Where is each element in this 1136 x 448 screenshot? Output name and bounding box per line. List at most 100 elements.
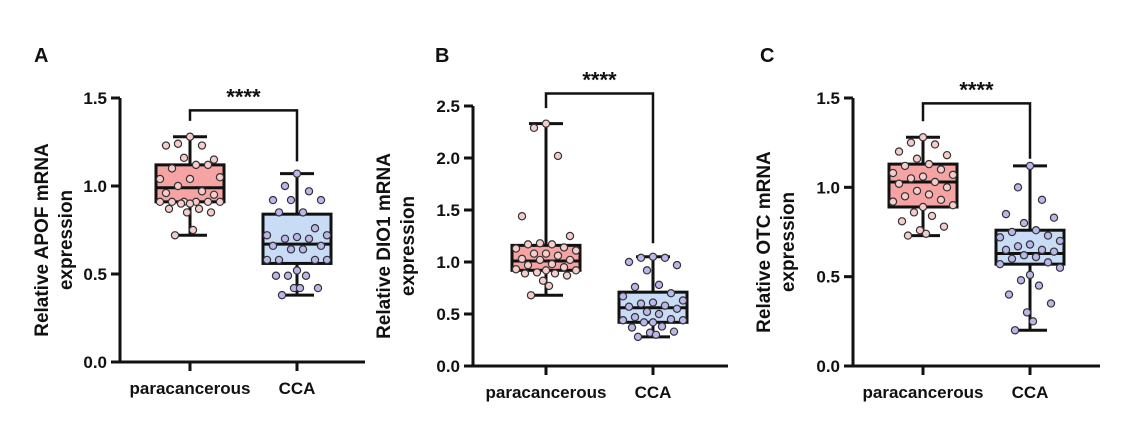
data-point [535, 239, 545, 248]
data-point [526, 291, 536, 300]
data-point [562, 271, 572, 280]
data-point [511, 265, 521, 274]
data-point [559, 243, 569, 252]
data-point [894, 179, 904, 188]
data-point [942, 183, 952, 192]
data-point [541, 266, 551, 275]
data-point [918, 133, 928, 142]
data-point [1043, 231, 1053, 240]
data-point [544, 281, 554, 291]
data-point [1049, 247, 1059, 256]
box-paracancerous [510, 119, 582, 300]
data-point [660, 301, 670, 310]
data-point [268, 195, 278, 205]
data-point [1016, 276, 1026, 285]
data-point [894, 147, 904, 156]
y-tick-label: 1.0 [816, 178, 840, 197]
data-point [1022, 308, 1032, 317]
y-tick-label: 0.0 [83, 353, 107, 372]
data-point [660, 253, 670, 263]
data-point [173, 181, 183, 191]
data-point [170, 231, 180, 240]
data-point [173, 139, 183, 148]
data-point [900, 192, 910, 201]
data-point [571, 246, 581, 255]
data-point [203, 160, 213, 170]
data-point [654, 280, 664, 290]
data-point [517, 212, 527, 221]
data-point [678, 316, 688, 325]
data-point [678, 296, 688, 305]
data-point [639, 318, 649, 327]
data-point [517, 254, 527, 264]
significance-bracket [921, 102, 1032, 159]
y-tick-label: 0.5 [436, 305, 460, 324]
data-point [657, 322, 667, 331]
data-point [636, 253, 646, 263]
y-tick-label: 0.0 [816, 357, 840, 376]
data-point [1049, 213, 1059, 222]
data-point [295, 283, 305, 293]
data-point [547, 259, 557, 269]
data-point [1028, 317, 1038, 326]
data-point [280, 181, 290, 191]
x-tick-label: CCA [1012, 383, 1049, 402]
data-point [310, 224, 320, 233]
y-tick-label: 1.5 [83, 89, 107, 108]
data-point [271, 271, 281, 280]
data-point [179, 153, 189, 163]
panel-label: B [435, 45, 449, 67]
data-point [1019, 218, 1029, 228]
data-point [292, 232, 302, 242]
data-point [203, 197, 213, 207]
data-point [666, 315, 676, 324]
data-point [188, 225, 198, 235]
significance-bracket [544, 92, 655, 244]
data-point [182, 208, 192, 217]
data-point [553, 251, 563, 260]
data-point [209, 190, 219, 199]
data-point [1037, 195, 1047, 205]
data-point [930, 140, 940, 149]
data-point [1025, 240, 1035, 249]
data-point [924, 190, 934, 199]
y-axis-label: expression [778, 192, 799, 292]
data-point [651, 330, 661, 339]
data-point [1055, 236, 1065, 246]
data-point [316, 241, 326, 251]
y-axis-label: expression [398, 196, 419, 296]
data-point [197, 141, 207, 150]
data-point [1004, 290, 1014, 299]
data-point [262, 255, 272, 265]
y-tick-label: 0.5 [816, 268, 840, 287]
data-point [215, 172, 225, 182]
data-point [915, 226, 925, 235]
data-point [1013, 183, 1023, 192]
data-point [529, 123, 539, 133]
data-point [624, 302, 634, 311]
data-point [918, 202, 928, 212]
x-tick-label: CCA [635, 383, 672, 402]
data-point [185, 199, 195, 208]
data-point [286, 245, 296, 254]
data-point [298, 208, 308, 217]
data-point [185, 174, 195, 184]
data-point [948, 200, 958, 210]
data-point [648, 298, 658, 307]
box-paracancerous [154, 132, 226, 240]
data-point [1055, 263, 1065, 272]
y-tick-label: 0.0 [436, 357, 460, 376]
data-point [553, 151, 563, 161]
data-point [197, 187, 207, 196]
panel-label: C [760, 45, 774, 67]
data-point [547, 240, 557, 249]
data-point [1037, 245, 1047, 255]
data-point [167, 197, 177, 207]
data-point [523, 240, 533, 249]
data-point [948, 170, 958, 180]
data-point [283, 271, 293, 280]
data-point [627, 323, 637, 332]
data-point [672, 304, 682, 313]
